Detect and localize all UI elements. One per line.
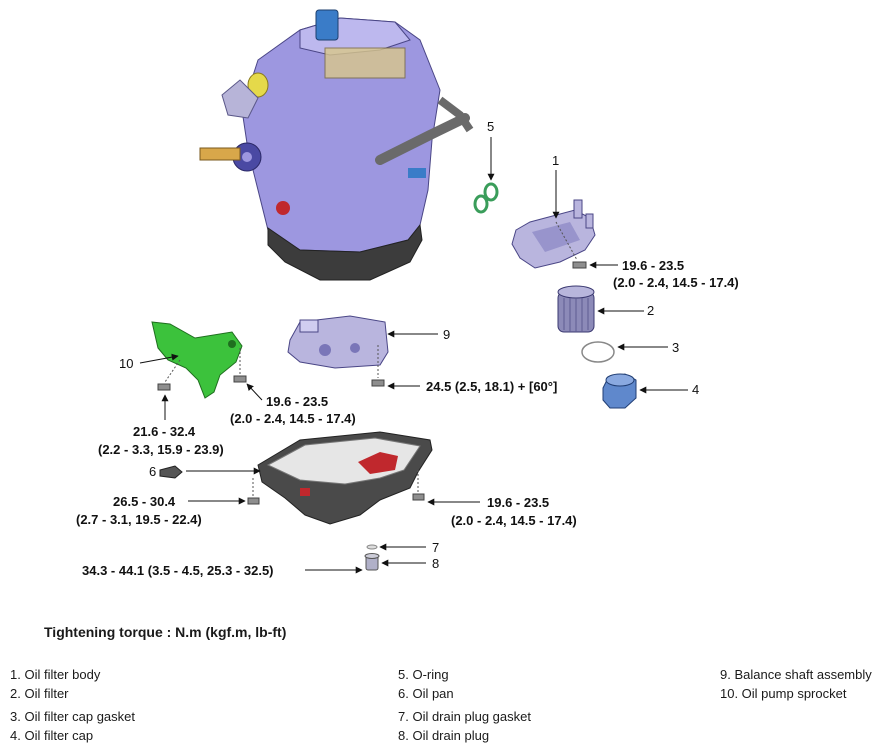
- callout-3: 3: [672, 340, 679, 355]
- balance-shaft-assembly-illustration: [287, 315, 389, 369]
- legend-item-balance-shaft-assembly: 9. Balance shaft assembly: [720, 667, 872, 682]
- oil-pan-bolt-right: [412, 470, 425, 501]
- torque-oil-pan-left-line2: (2.7 - 3.1, 19.5 - 22.4): [76, 512, 202, 527]
- torque-sprocket-left-line1: 21.6 - 32.4: [133, 424, 196, 439]
- oil-filter-body-bolt: [555, 221, 587, 269]
- torque-filter-body-line2: (2.0 - 2.4, 14.5 - 17.4): [613, 275, 739, 290]
- oil-pan-sealant-tube: [159, 465, 183, 479]
- oil-pump-sprocket-bolt-right: [233, 348, 247, 383]
- oil-drain-plug-gasket-illustration: [366, 544, 378, 550]
- callout-4: 4: [692, 382, 699, 397]
- oil-filter-illustration: [557, 285, 595, 333]
- torque-oil-pan-left-line1: 26.5 - 30.4: [113, 494, 176, 509]
- oil-pan-bolt-left: [247, 478, 260, 505]
- legend-item-oil-pan: 6. Oil pan: [398, 686, 454, 701]
- callout-10: 10: [119, 356, 133, 371]
- oil-pan-illustration: [257, 431, 433, 525]
- o-ring-illustration: [473, 182, 499, 214]
- torque-oil-pan-right-line2: (2.0 - 2.4, 14.5 - 17.4): [451, 513, 577, 528]
- legend-item-oil-filter-body: 1. Oil filter body: [10, 667, 101, 682]
- torque-sprocket-right-line2: (2.0 - 2.4, 14.5 - 17.4): [230, 411, 356, 426]
- legend-item-oil-filter-cap-gasket: 3. Oil filter cap gasket: [10, 709, 135, 724]
- legend-item-oil-filter-cap: 4. Oil filter cap: [10, 728, 94, 743]
- torque-sprocket-right-line1: 19.6 - 23.5: [266, 394, 328, 409]
- engine-assembly-illustration: [199, 9, 474, 281]
- legend-item-oil-drain-plug-gasket: 7. Oil drain plug gasket: [398, 709, 531, 724]
- callout-1: 1: [552, 153, 559, 168]
- callout-5: 5: [487, 119, 494, 134]
- oil-pump-sprocket-bolt-left: [157, 359, 181, 391]
- torque-filter-body-line1: 19.6 - 23.5: [622, 258, 684, 273]
- legend-item-oil-pump-sprocket: 10. Oil pump sprocket: [720, 686, 847, 701]
- legend-item-oil-filter: 2. Oil filter: [10, 686, 69, 701]
- sprocket-right-torque-leader: [246, 383, 263, 401]
- torque-drain-plug: 34.3 - 44.1 (3.5 - 4.5, 25.3 - 32.5): [82, 563, 274, 578]
- callout-7: 7: [432, 540, 439, 555]
- torque-oil-pan-right-line1: 19.6 - 23.5: [487, 495, 549, 510]
- callout-6: 6: [149, 464, 156, 479]
- legend-item-o-ring: 5. O-ring: [398, 667, 449, 682]
- oil-filter-body-illustration: [511, 199, 596, 269]
- callout-2: 2: [647, 303, 654, 318]
- oil-filter-cap-illustration: [602, 373, 637, 409]
- exploded-view-diagram: 5 1 2 3 4 9 10 6 7 8 19.6 - 23.5 (2.0 - …: [76, 9, 739, 578]
- legend-item-oil-drain-plug: 8. Oil drain plug: [398, 728, 490, 743]
- oil-filter-cap-gasket-illustration: [581, 341, 615, 363]
- torque-sprocket-left-line2: (2.2 - 3.3, 15.9 - 23.9): [98, 442, 224, 457]
- callout-9: 9: [443, 327, 450, 342]
- torque-units-title: Tightening torque : N.m (kgf.m, lb-ft): [44, 624, 287, 640]
- callout-10-leader: [139, 353, 179, 364]
- oil-pump-sprocket-illustration: [151, 321, 243, 399]
- callout-8: 8: [432, 556, 439, 571]
- torque-balance-shaft: 24.5 (2.5, 18.1) + [60°]: [426, 379, 557, 394]
- balance-shaft-bolt: [371, 345, 385, 387]
- oil-drain-plug-illustration: [364, 553, 380, 571]
